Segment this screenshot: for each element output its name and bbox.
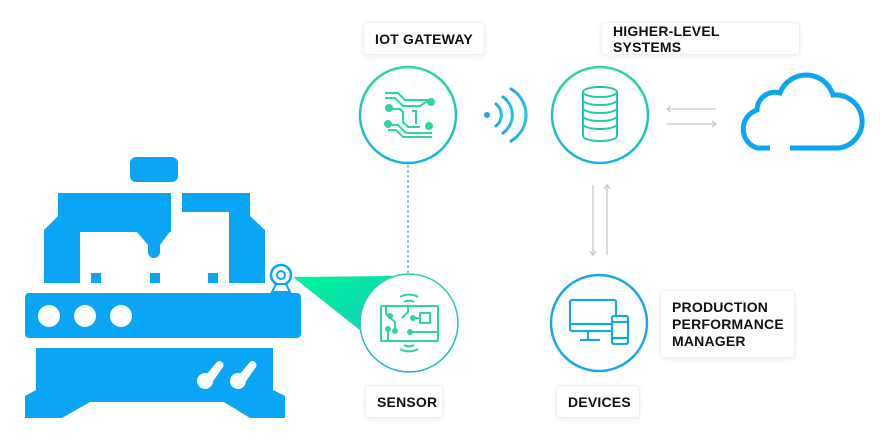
database-icon [582,86,618,142]
bidirectional-arrows-vertical [589,183,611,257]
circuit-icon [384,92,435,138]
gateway-circle [358,65,458,165]
cnc-machine-icon [25,157,301,418]
database-circle [550,65,650,165]
iot-gateway-label: IOT GATEWAY [363,22,485,55]
devices-icon [568,298,630,346]
higher-level-systems-text: HIGHER-LEVEL SYSTEMS [613,22,720,55]
sensor-circle [359,273,459,373]
production-performance-manager-label: PRODUCTION PERFORMANCE MANAGER [660,290,795,358]
cloud-icon [740,72,865,151]
camera-icon [269,263,293,293]
devices-text: DEVICES [568,393,631,410]
sensor-text: SENSOR [377,393,438,410]
machine-buttons [38,305,257,389]
ppm-line-1: PRODUCTION [672,298,769,315]
ppm-line-2: PERFORMANCE [672,315,784,332]
devices-label: DEVICES [556,385,640,418]
higher-level-systems-label: HIGHER-LEVEL SYSTEMS [601,22,800,55]
bidirectional-arrows-horizontal [665,105,718,128]
sensor-label: SENSOR [365,385,443,418]
iot-gateway-text: IOT GATEWAY [375,30,473,47]
ppm-line-3: MANAGER [672,332,746,349]
sensor-board-icon [380,293,439,353]
wifi-signal-icon [484,87,528,143]
